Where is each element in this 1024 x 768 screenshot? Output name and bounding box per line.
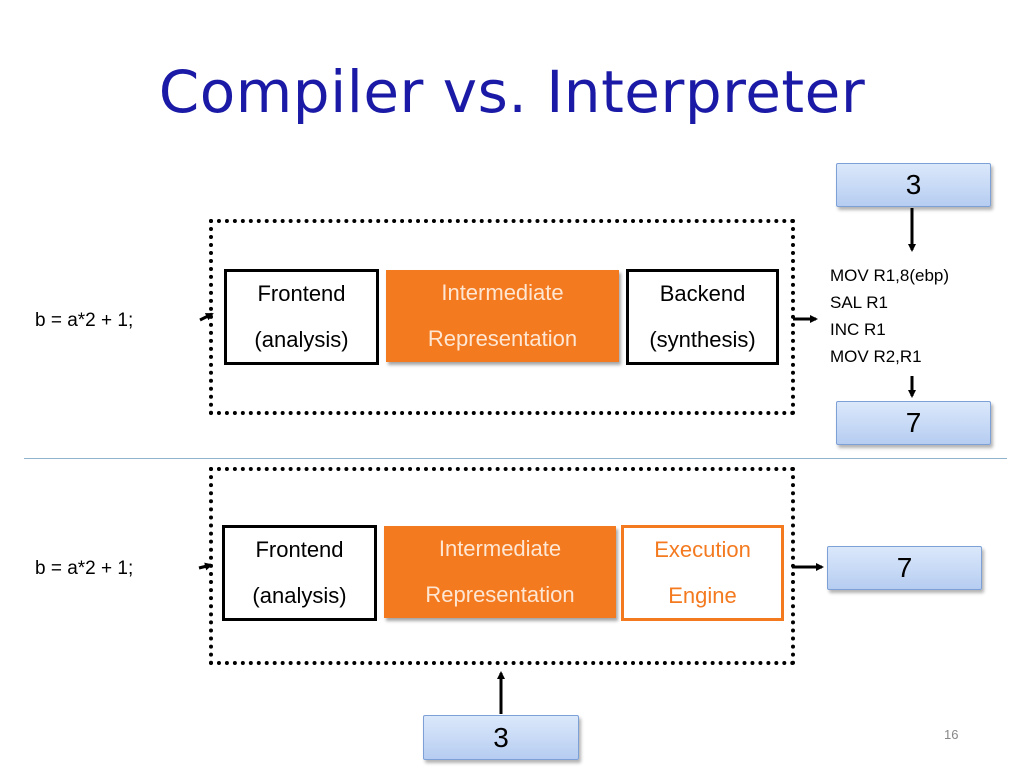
compiler-frontend-label: Frontend xyxy=(257,281,346,306)
interpreter-source-code: b = a*2 + 1; xyxy=(35,558,134,579)
compiler-frontend-box: Frontend (analysis) xyxy=(224,269,379,365)
interpreter-frontend-label: Frontend xyxy=(255,537,344,562)
asm-line: SAL R1 xyxy=(830,293,888,312)
interpreter-input-value-box: 3 xyxy=(423,715,579,760)
compiler-ir-label: Intermediate xyxy=(441,280,564,305)
compiler-backend-label: Backend xyxy=(659,281,746,306)
compiler-ir-box: Intermediate Representation xyxy=(386,270,619,362)
compiler-backend-sublabel: (synthesis) xyxy=(649,327,756,352)
asm-line: INC R1 xyxy=(830,320,886,339)
interpreter-ir-label: Intermediate xyxy=(438,536,562,561)
assembly-code: MOV R1,8(ebp) SAL R1 INC R1 MOV R2,R1 xyxy=(830,262,949,370)
section-divider xyxy=(24,458,1007,459)
compiler-ir-sublabel: Representation xyxy=(427,326,578,351)
compiler-output-value-box: 7 xyxy=(836,401,991,445)
asm-line: MOV R2,R1 xyxy=(830,347,922,366)
interpreter-frontend-box: Frontend (analysis) xyxy=(222,525,377,621)
interpreter-output-value-box: 7 xyxy=(827,546,982,590)
interpreter-frontend-sublabel: (analysis) xyxy=(252,583,347,608)
compiler-input-arrow xyxy=(199,312,214,322)
compiler-input-value-box: 3 xyxy=(836,163,991,207)
interpreter-ir-box: Intermediate Representation xyxy=(384,526,616,618)
compiler-backend-box: Backend (synthesis) xyxy=(626,269,779,365)
slide-title: Compiler vs. Interpreter xyxy=(158,58,866,126)
compiler-frontend-sublabel: (analysis) xyxy=(254,327,349,352)
execution-engine-sublabel: Engine xyxy=(668,583,737,608)
slide-number: 16 xyxy=(944,727,959,742)
execution-engine-box: Execution Engine xyxy=(621,525,784,621)
compiler-source-code: b = a*2 + 1; xyxy=(35,310,134,331)
asm-line: MOV R1,8(ebp) xyxy=(830,266,950,285)
execution-engine-label: Execution xyxy=(654,537,751,562)
interpreter-ir-sublabel: Representation xyxy=(425,582,575,607)
interpreter-input-arrow xyxy=(198,562,213,571)
